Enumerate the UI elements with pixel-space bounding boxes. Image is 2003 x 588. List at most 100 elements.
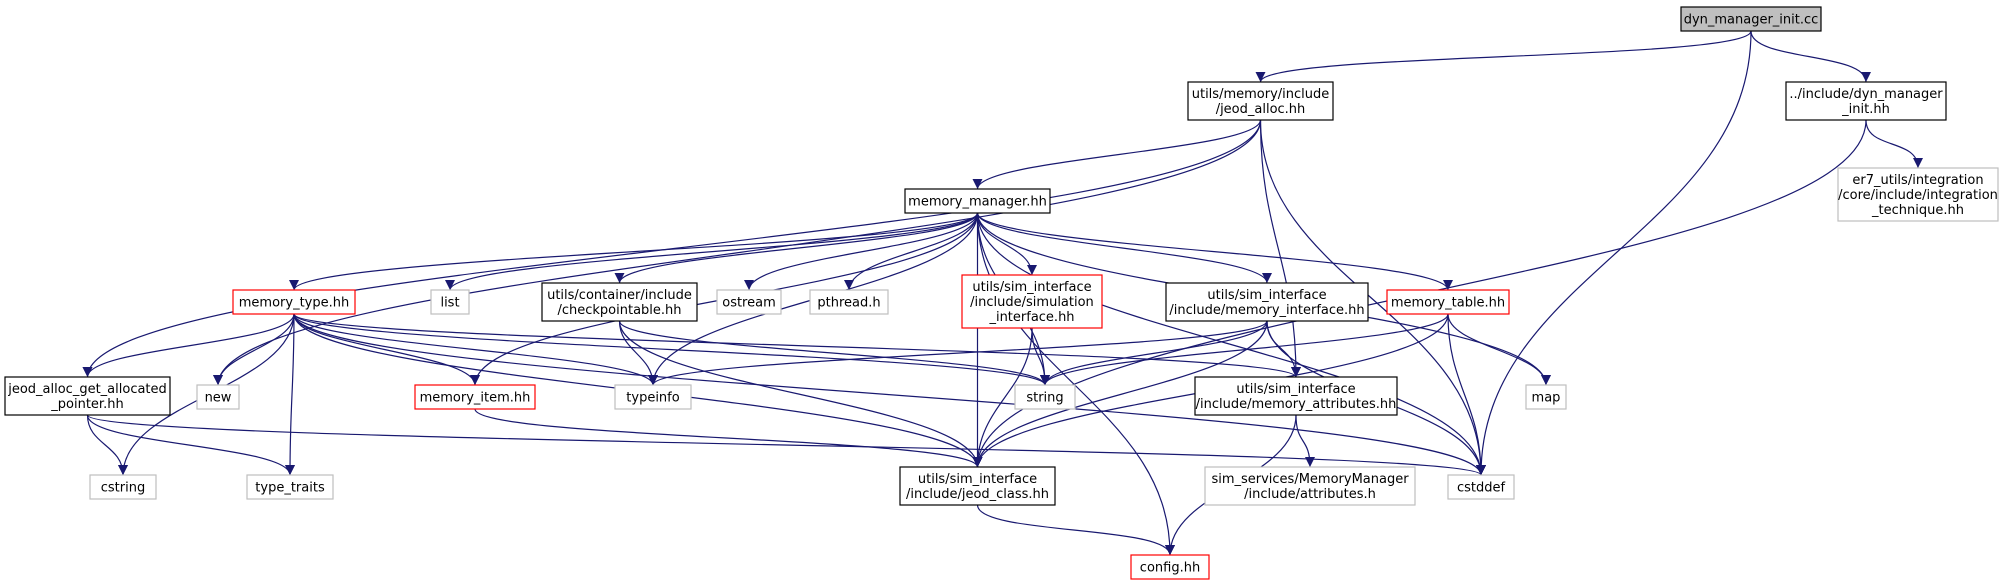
node-jeod-alloc[interactable]: utils/memory/include/jeod_alloc.hh xyxy=(1187,81,1334,121)
node-label-integration-technique-line-2: /core/include/integration xyxy=(1838,188,1998,203)
node-jeod-class[interactable]: utils/sim_interface/include/jeod_class.h… xyxy=(899,466,1056,506)
node-box-list xyxy=(430,289,470,315)
node-cstddef[interactable]: cstddef xyxy=(1447,474,1515,500)
edge-jeod-class-to-config xyxy=(976,504,1175,556)
node-jeod-alloc-get[interactable]: jeod_alloc_get_allocated_pointer.hh xyxy=(4,376,171,416)
node-label-memory-manager-line-1: memory_manager.hh xyxy=(908,195,1047,210)
node-box-type-traits xyxy=(246,474,334,500)
node-label-attributes-line-1: sim_services/MemoryManager xyxy=(1211,472,1409,487)
edge-memory-type-to-jeod-alloc-get xyxy=(82,313,295,378)
edge-memory-type-to-type-traits xyxy=(285,313,296,476)
edge-memory-attributes-to-attributes xyxy=(1295,414,1315,468)
node-label-integration-technique-line-1: er7_utils/integration xyxy=(1852,173,1983,188)
node-box-jeod-class xyxy=(899,466,1056,506)
edge-jeod-alloc-to-cstddef xyxy=(1259,119,1486,476)
node-label-jeod-class-line-1: utils/sim_interface xyxy=(918,472,1037,487)
edge-memory-interface-to-typeinfo xyxy=(648,320,1268,386)
node-memory-table[interactable]: memory_table.hh xyxy=(1386,289,1510,315)
node-box-new xyxy=(196,384,240,410)
node-label-jeod-class-line-2: /include/jeod_class.hh xyxy=(906,487,1049,502)
edge-jeod-alloc-to-memory-manager xyxy=(972,119,1262,190)
node-label-config-line-1: config.hh xyxy=(1140,561,1200,576)
node-label-simulation-interface-line-3: _interface.hh xyxy=(988,310,1074,325)
node-list[interactable]: list xyxy=(430,289,470,315)
edge-jeod-alloc-get-to-type-traits xyxy=(86,414,295,476)
node-memory-interface[interactable]: utils/sim_interface/include/memory_inter… xyxy=(1165,282,1369,322)
node-dyn-manager-init-hh[interactable]: ../include/dyn_manager_init.hh xyxy=(1785,81,1947,121)
node-box-dyn-manager-init-cc xyxy=(1680,6,1822,32)
node-type-traits[interactable]: type_traits xyxy=(246,474,334,500)
node-label-jeod-alloc-line-2: /jeod_alloc.hh xyxy=(1216,102,1306,117)
node-label-memory-item-line-1: memory_item.hh xyxy=(420,391,531,406)
edge-memory-manager-to-checkpointable xyxy=(614,212,979,284)
edge-memory-type-to-memory-attributes xyxy=(293,313,1301,378)
node-memory-attributes[interactable]: utils/sim_interface/include/memory_attri… xyxy=(1194,376,1398,416)
edge-memory-interface-to-jeod-class xyxy=(972,320,1268,468)
edge-jeod-alloc-get-to-cstddef xyxy=(86,414,1486,476)
node-label-attributes-line-2: /include/attributes.h xyxy=(1244,487,1376,502)
node-box-memory-manager xyxy=(904,188,1051,214)
edge-dyn-manager-init-hh-to-integration-technique xyxy=(1865,119,1923,169)
edge-memory-manager-to-pthread xyxy=(844,212,979,291)
edge-dyn-manager-init-cc-to-jeod-alloc xyxy=(1255,30,1752,83)
edge-dyn-manager-init-cc-to-cstddef xyxy=(1476,30,1752,476)
node-label-simulation-interface-line-2: /include/simulation xyxy=(970,295,1094,310)
edge-memory-type-to-new xyxy=(213,313,295,386)
edge-memory-type-to-memory-item xyxy=(293,313,480,386)
node-label-dyn-manager-init-hh-line-1: ../include/dyn_manager xyxy=(1789,87,1943,102)
node-cstring[interactable]: cstring xyxy=(89,474,157,500)
node-config[interactable]: config.hh xyxy=(1130,554,1210,580)
node-new[interactable]: new xyxy=(196,384,240,410)
edge-jeod-alloc-to-new xyxy=(213,119,1262,386)
node-box-memory-type xyxy=(232,289,356,315)
node-box-memory-attributes xyxy=(1194,376,1398,416)
node-label-memory-interface-line-1: utils/sim_interface xyxy=(1207,288,1326,303)
edge-memory-manager-to-memory-type xyxy=(289,212,979,291)
node-box-typeinfo xyxy=(614,384,692,410)
edge-memory-manager-to-memory-table xyxy=(976,212,1453,291)
node-label-string-line-1: string xyxy=(1026,391,1063,406)
node-label-memory-interface-line-2: /include/memory_interface.hh xyxy=(1169,303,1364,318)
node-simulation-interface[interactable]: utils/sim_interface/include/simulation_i… xyxy=(961,274,1103,329)
node-label-new-line-1: new xyxy=(205,391,232,406)
node-label-jeod-alloc-line-1: utils/memory/include xyxy=(1192,87,1330,102)
node-box-integration-technique xyxy=(1837,167,1999,222)
node-pthread[interactable]: pthread.h xyxy=(809,289,889,315)
node-box-string xyxy=(1014,384,1076,410)
node-map[interactable]: map xyxy=(1525,384,1567,410)
node-box-ostream xyxy=(716,289,782,315)
node-label-memory-type-line-1: memory_type.hh xyxy=(239,296,349,311)
node-memory-type[interactable]: memory_type.hh xyxy=(232,289,356,315)
node-box-memory-item xyxy=(414,384,536,410)
node-label-memory-table-line-1: memory_table.hh xyxy=(1391,296,1505,311)
node-integration-technique[interactable]: er7_utils/integration/core/include/integ… xyxy=(1837,167,1999,222)
node-label-cstddef-line-1: cstddef xyxy=(1457,481,1506,496)
node-box-simulation-interface xyxy=(961,274,1103,329)
node-box-config xyxy=(1130,554,1210,580)
node-string[interactable]: string xyxy=(1014,384,1076,410)
node-memory-manager[interactable]: memory_manager.hh xyxy=(904,188,1051,214)
edge-memory-manager-to-config xyxy=(976,212,1175,556)
edge-dyn-manager-init-cc-to-dyn-manager-init-hh xyxy=(1750,30,1871,83)
node-label-checkpointable-line-1: utils/container/include xyxy=(547,288,692,303)
node-box-jeod-alloc-get xyxy=(4,376,171,416)
node-label-jeod-alloc-get-line-1: jeod_alloc_get_allocated xyxy=(7,382,167,397)
edge-memory-manager-to-memory-interface xyxy=(976,212,1272,284)
node-box-dyn-manager-init-hh xyxy=(1785,81,1947,121)
node-checkpointable[interactable]: utils/container/include/checkpointable.h… xyxy=(541,282,698,322)
node-box-jeod-alloc xyxy=(1187,81,1334,121)
node-label-type-traits-line-1: type_traits xyxy=(255,481,325,496)
node-box-attributes xyxy=(1204,466,1416,506)
edge-memory-table-to-string xyxy=(1040,313,1449,386)
edge-checkpointable-to-jeod-class xyxy=(618,320,983,468)
node-attributes[interactable]: sim_services/MemoryManager/include/attri… xyxy=(1204,466,1416,506)
node-dyn-manager-init-cc[interactable]: dyn_manager_init.cc xyxy=(1680,6,1822,32)
node-box-cstddef xyxy=(1447,474,1515,500)
node-ostream[interactable]: ostream xyxy=(716,289,782,315)
node-label-map-line-1: map xyxy=(1532,391,1561,406)
node-typeinfo[interactable]: typeinfo xyxy=(614,384,692,410)
node-label-typeinfo-line-1: typeinfo xyxy=(626,391,679,406)
node-box-map xyxy=(1525,384,1567,410)
node-memory-item[interactable]: memory_item.hh xyxy=(414,384,536,410)
